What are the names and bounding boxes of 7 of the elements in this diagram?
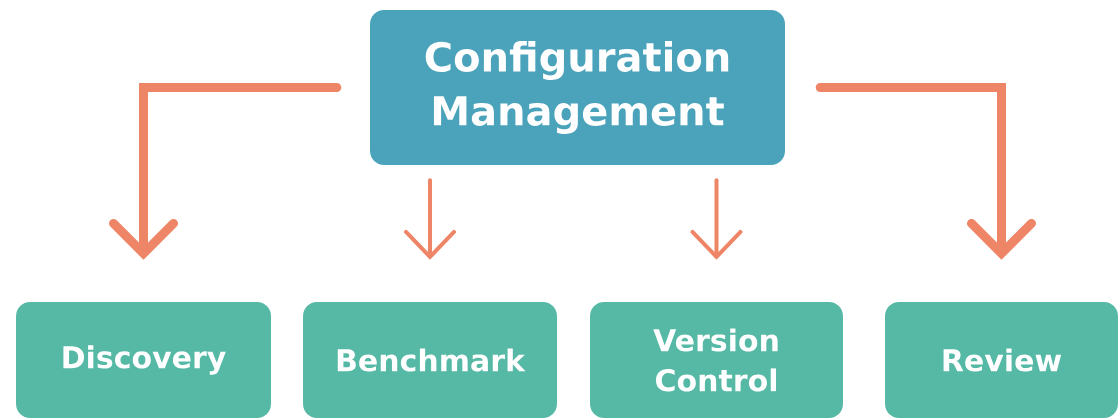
arrow	[109, 83, 342, 260]
process-box: Benchmark	[303, 302, 557, 418]
process-box: Version Control	[590, 302, 843, 418]
arrow	[815, 83, 1036, 260]
process-box: Discovery	[16, 302, 271, 418]
process-box: Review	[885, 302, 1118, 418]
process-box: Configuration Management	[370, 10, 785, 165]
